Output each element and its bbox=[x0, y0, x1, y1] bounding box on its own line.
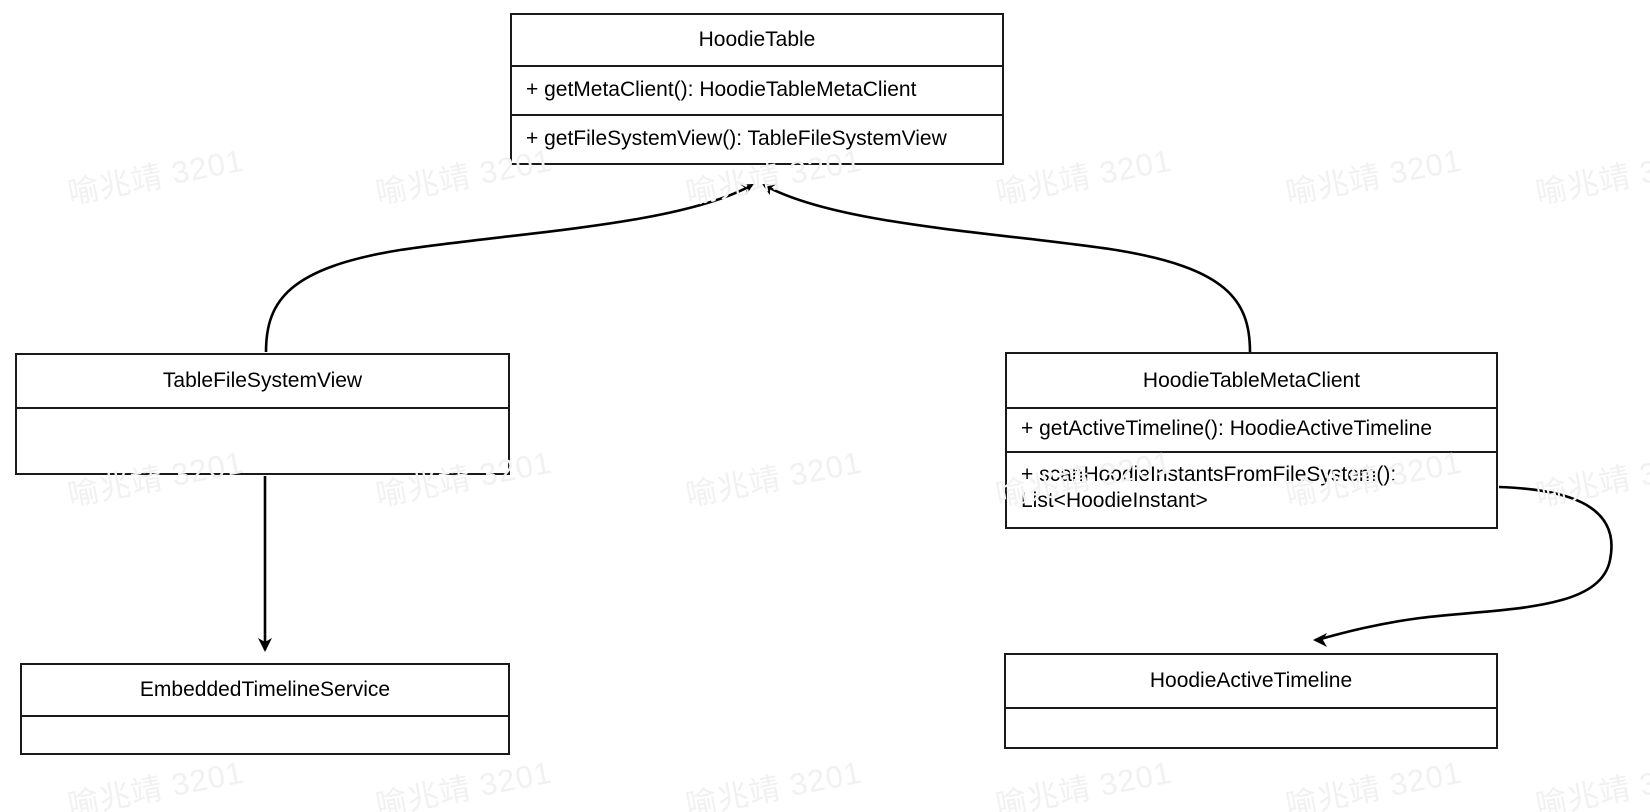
class-name-embedded-timeline-service: EmbeddedTimelineService bbox=[139, 678, 391, 702]
class-name-table-file-system-view: TableFileSystemView bbox=[162, 369, 363, 393]
class-name-hoodie-table: HoodieTable bbox=[698, 28, 816, 52]
uml-class-hoodie-table[interactable]: HoodieTable + getMetaClient(): HoodieTab… bbox=[510, 13, 1004, 165]
class-name-hoodie-active-timeline: HoodieActiveTimeline bbox=[1149, 669, 1353, 693]
edge-hoodietablemetaclient-to-hoodieactivetimeline bbox=[1313, 485, 1613, 647]
class-method-hoodie-table-1: + getFileSystemView(): TableFileSystemVi… bbox=[512, 114, 1002, 163]
uml-class-table-file-system-view[interactable]: TableFileSystemView bbox=[15, 353, 510, 475]
uml-class-hoodie-table-meta-client[interactable]: HoodieTableMetaClient + getActiveTimelin… bbox=[1005, 352, 1498, 529]
uml-class-hoodie-active-timeline[interactable]: HoodieActiveTimeline bbox=[1004, 653, 1498, 749]
class-body-table-file-system-view bbox=[17, 407, 508, 473]
uml-class-embedded-timeline-service[interactable]: EmbeddedTimelineService bbox=[20, 663, 510, 755]
class-method-hoodie-table-meta-client-1: + scanHoodieInstantsFromFileSystem(): Li… bbox=[1007, 451, 1496, 525]
class-body-embedded-timeline-service bbox=[22, 715, 508, 753]
class-method-hoodie-table-0: + getMetaClient(): HoodieTableMetaClient bbox=[512, 65, 1002, 114]
edge-tablefilesystemview-to-hoodietable bbox=[264, 183, 754, 353]
class-body-hoodie-active-timeline bbox=[1006, 707, 1496, 747]
edge-hoodietablemetaclient-to-hoodietable bbox=[762, 183, 1252, 353]
class-name-hoodie-table-meta-client: HoodieTableMetaClient bbox=[1142, 368, 1361, 392]
class-method-hoodie-table-meta-client-0: + getActiveTimeline(): HoodieActiveTimel… bbox=[1007, 407, 1496, 451]
